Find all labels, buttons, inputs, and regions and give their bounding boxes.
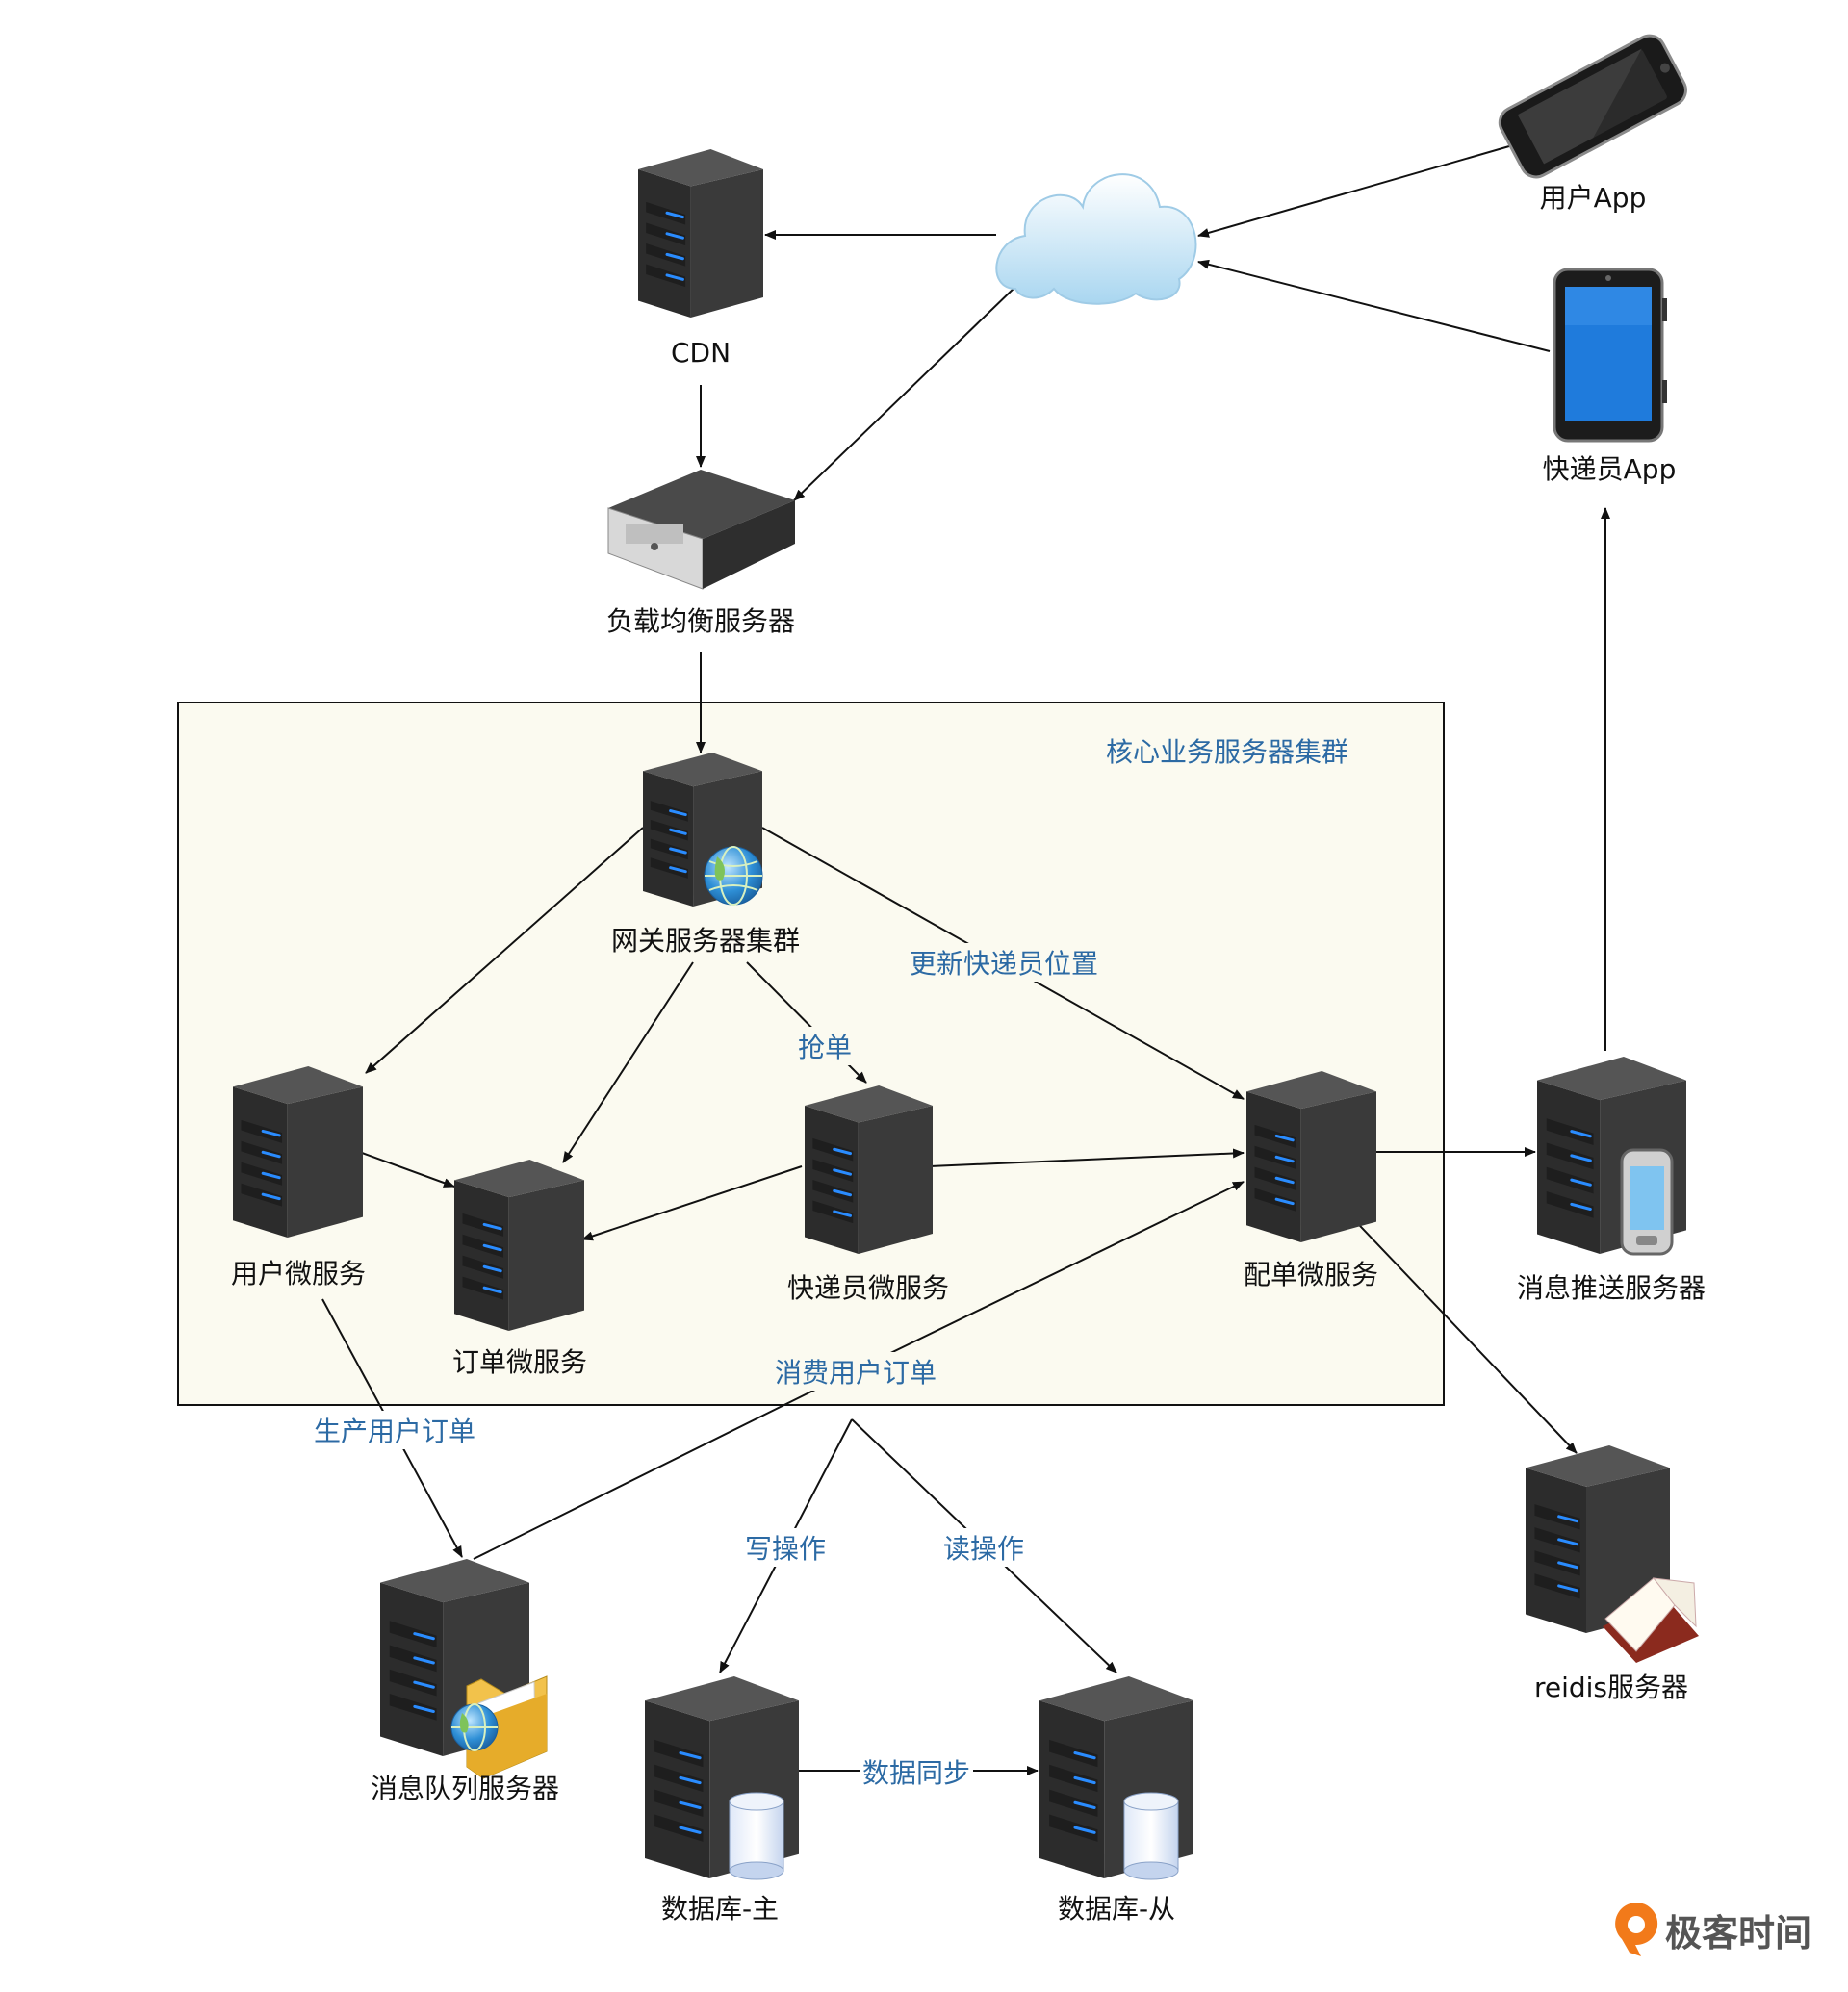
edge-gateway-user	[365, 827, 644, 1074]
courier-app-tablet-icon	[1553, 268, 1667, 443]
edge-dispatch-redis	[1342, 1207, 1578, 1454]
mobile-device-icon	[1620, 1148, 1674, 1256]
edge-label-consume-order: 消费用户订单	[775, 1357, 937, 1389]
watermark-text: 极客时间	[1665, 1912, 1811, 1954]
node-label-push-server: 消息推送服务器	[1517, 1272, 1706, 1304]
node-label-mq-server: 消息队列服务器	[371, 1773, 559, 1804]
edge-gateway-order	[562, 961, 694, 1163]
load-balancer-icon	[607, 470, 795, 590]
user-service-server-icon	[233, 1066, 363, 1238]
gateway-server-icon	[643, 753, 762, 907]
node-label-courier-service: 快递员微服务	[787, 1272, 949, 1304]
globe-icon	[704, 846, 763, 906]
edge-labels: 更新快递员位置 抢单 消费用户订单 生产用户订单 写操作 读操作 数据同步	[308, 943, 1103, 1790]
edge-label-read-op: 读操作	[943, 1533, 1024, 1565]
edge-courier-dispatch	[929, 1148, 1245, 1167]
node-label-cdn: CDN	[671, 337, 731, 369]
edge-user-order	[361, 1152, 455, 1188]
edge-user-app-cloud	[1197, 143, 1517, 238]
node-label-order-service: 订单微服务	[452, 1346, 587, 1378]
node-label-dispatch-service: 配单微服务	[1244, 1259, 1378, 1290]
edge-label-grab-order: 抢单	[798, 1032, 852, 1063]
courier-service-server-icon	[805, 1085, 933, 1254]
internet-cloud-icon	[995, 173, 1197, 305]
dispatch-service-server-icon	[1246, 1071, 1376, 1242]
user-app-phone-icon	[1498, 34, 1687, 179]
edge-label-data-sync: 数据同步	[862, 1757, 970, 1789]
database-cylinder-icon	[729, 1792, 784, 1880]
node-label-db-slave: 数据库-从	[1058, 1893, 1175, 1925]
node-label-user-app: 用户App	[1540, 182, 1647, 214]
db-slave-server-icon	[1040, 1676, 1194, 1878]
edge-label-produce-order: 生产用户订单	[314, 1416, 475, 1447]
order-service-server-icon	[454, 1160, 584, 1331]
edge-label-update-position: 更新快递员位置	[910, 948, 1098, 980]
brand-logo: 极客时间	[1615, 1903, 1811, 1956]
edge-label-write-op: 写操作	[745, 1533, 826, 1565]
cdn-server-icon	[638, 149, 763, 318]
node-label-gateway: 网关服务器集群	[611, 925, 800, 957]
node-label-redis-server: reidis服务器	[1534, 1672, 1688, 1703]
folder-icon	[466, 1675, 548, 1779]
node-label-courier-app: 快递员App	[1543, 453, 1677, 485]
edge-cloud-lb	[793, 286, 1016, 501]
edge-courier-app-cloud	[1197, 259, 1551, 352]
node-label-db-master: 数据库-主	[661, 1893, 779, 1925]
cluster-label: 核心业务服务器集群	[1106, 736, 1348, 768]
edge-courier-order	[581, 1165, 803, 1241]
open-book-icon	[1603, 1577, 1699, 1663]
node-label-load-balancer: 负载均衡服务器	[606, 605, 795, 637]
globe-icon	[450, 1703, 499, 1751]
node-label-user-service: 用户微服务	[231, 1258, 366, 1290]
database-cylinder-icon	[1123, 1792, 1179, 1880]
